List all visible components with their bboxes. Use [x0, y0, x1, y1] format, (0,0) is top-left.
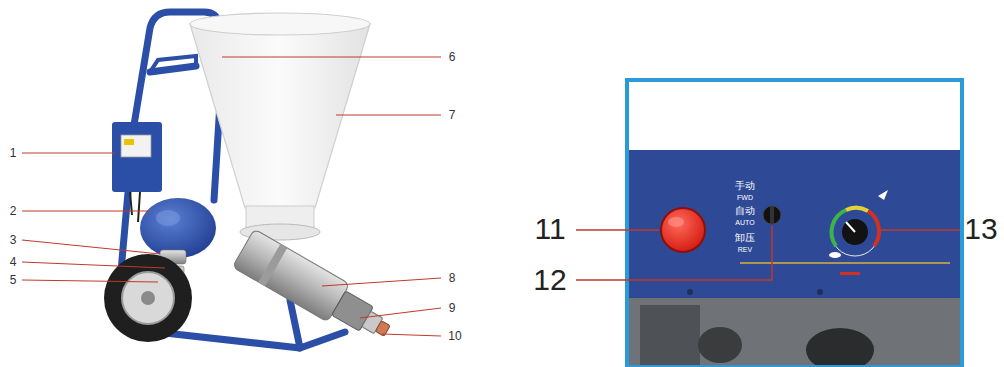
wheel [141, 291, 155, 305]
sticker [121, 135, 151, 157]
control-panel [661, 208, 705, 252]
leader-line [22, 153, 115, 154]
sticker [124, 139, 134, 145]
callout-number: 4 [10, 256, 17, 268]
callout-number: 12 [533, 265, 566, 295]
wheel [122, 272, 174, 324]
control-panel [831, 208, 879, 256]
control-panel [627, 80, 962, 367]
callout-number: 9 [449, 302, 456, 314]
control-panel [627, 298, 962, 367]
leader-line [360, 308, 441, 318]
switch-label: REV [738, 246, 752, 253]
switch-label: 手动 [735, 181, 755, 191]
control-panel [846, 222, 855, 232]
control-panel [817, 289, 823, 295]
leader-line [336, 115, 441, 116]
callout-number: 6 [449, 51, 456, 63]
callout-number: 8 [449, 272, 456, 284]
leader-line [22, 211, 150, 212]
callout-number: 2 [10, 205, 17, 217]
pump [232, 229, 349, 322]
control-panel [806, 328, 874, 367]
switch-label: AUTO [735, 219, 754, 226]
control-panel [868, 211, 879, 246]
callout-number: 7 [449, 109, 456, 121]
callout-number: 3 [10, 234, 17, 246]
leader-line [22, 240, 160, 254]
hopper [190, 13, 370, 35]
leader-line [22, 280, 158, 282]
photo-frame [627, 80, 962, 367]
control-panel [627, 150, 962, 298]
switch-label: 自动 [735, 206, 755, 216]
control-panel [668, 217, 684, 227]
control-panel [770, 207, 774, 223]
callout-number: 13 [964, 214, 997, 244]
leader-line [576, 229, 659, 231]
leader-line [222, 57, 441, 58]
sprayer-machine [104, 12, 398, 350]
switch-label: FWD [737, 194, 753, 201]
control-panel [627, 80, 962, 367]
frame-tube [290, 300, 300, 348]
leader-line [322, 278, 441, 286]
frame-tube [150, 66, 196, 72]
control-box [112, 122, 162, 192]
control-panel [687, 289, 693, 295]
control-panel [640, 305, 700, 367]
leader-line [576, 226, 960, 280]
pump [258, 244, 287, 286]
callout-number: 5 [10, 274, 17, 286]
leader-line [22, 57, 441, 336]
motor [156, 210, 180, 226]
control-panel [878, 190, 888, 200]
leader-line [382, 334, 441, 336]
control-panel [763, 206, 781, 224]
callout-number: 11 [534, 214, 565, 244]
control-panel [842, 219, 868, 245]
cable [130, 192, 140, 222]
control-panel [829, 252, 841, 258]
control-panel [698, 327, 742, 363]
control-panel [846, 208, 868, 211]
motor [140, 198, 216, 258]
callout-number: 1 [10, 147, 17, 159]
control-panel [840, 272, 860, 275]
switch-label: 卸压 [735, 233, 755, 243]
hopper [190, 24, 370, 208]
frame-tube [150, 56, 196, 72]
pump [232, 229, 398, 350]
leader-line [22, 262, 165, 268]
leader-line [576, 226, 772, 280]
leader-line [881, 229, 960, 231]
callout-number: 10 [448, 330, 461, 342]
